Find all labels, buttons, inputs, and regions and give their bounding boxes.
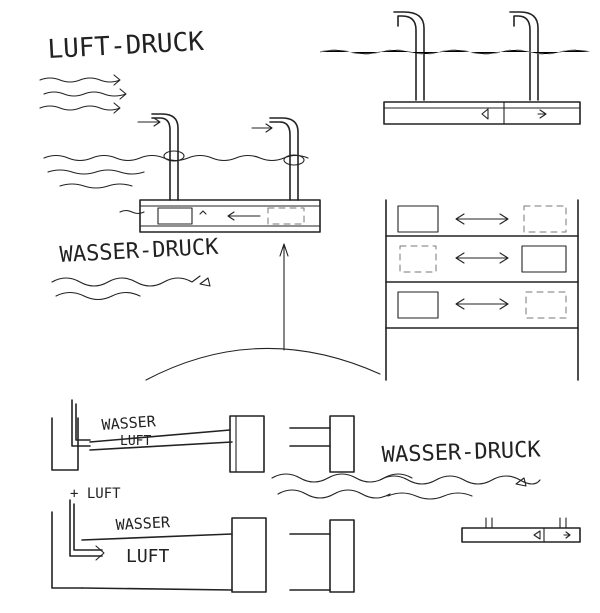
wasser-label-upper: WASSER [101, 412, 157, 434]
water-pressure-waves-right [271, 473, 541, 500]
right-panel [385, 199, 579, 381]
luft-label-lower: LUFT [126, 546, 170, 567]
top-right-platform [319, 11, 591, 125]
water-pressure-waves-left [51, 275, 211, 301]
plus-luft-label: + LUFT [70, 486, 121, 502]
wasser-druck-label-right: WASSER-DRUCK [381, 437, 541, 468]
lower-pipe-diagram [51, 499, 355, 593]
wasser-label-lower: WASSER [115, 513, 171, 534]
center-platform [43, 113, 381, 381]
wasser-druck-label-left: WASSER-DRUCK [59, 235, 220, 268]
luft-druck-label: LUFT-DRUCK [47, 27, 205, 65]
wind-arrows [39, 74, 127, 114]
upper-pipe-diagram [51, 399, 355, 473]
small-bar-bottom-right [461, 517, 581, 543]
